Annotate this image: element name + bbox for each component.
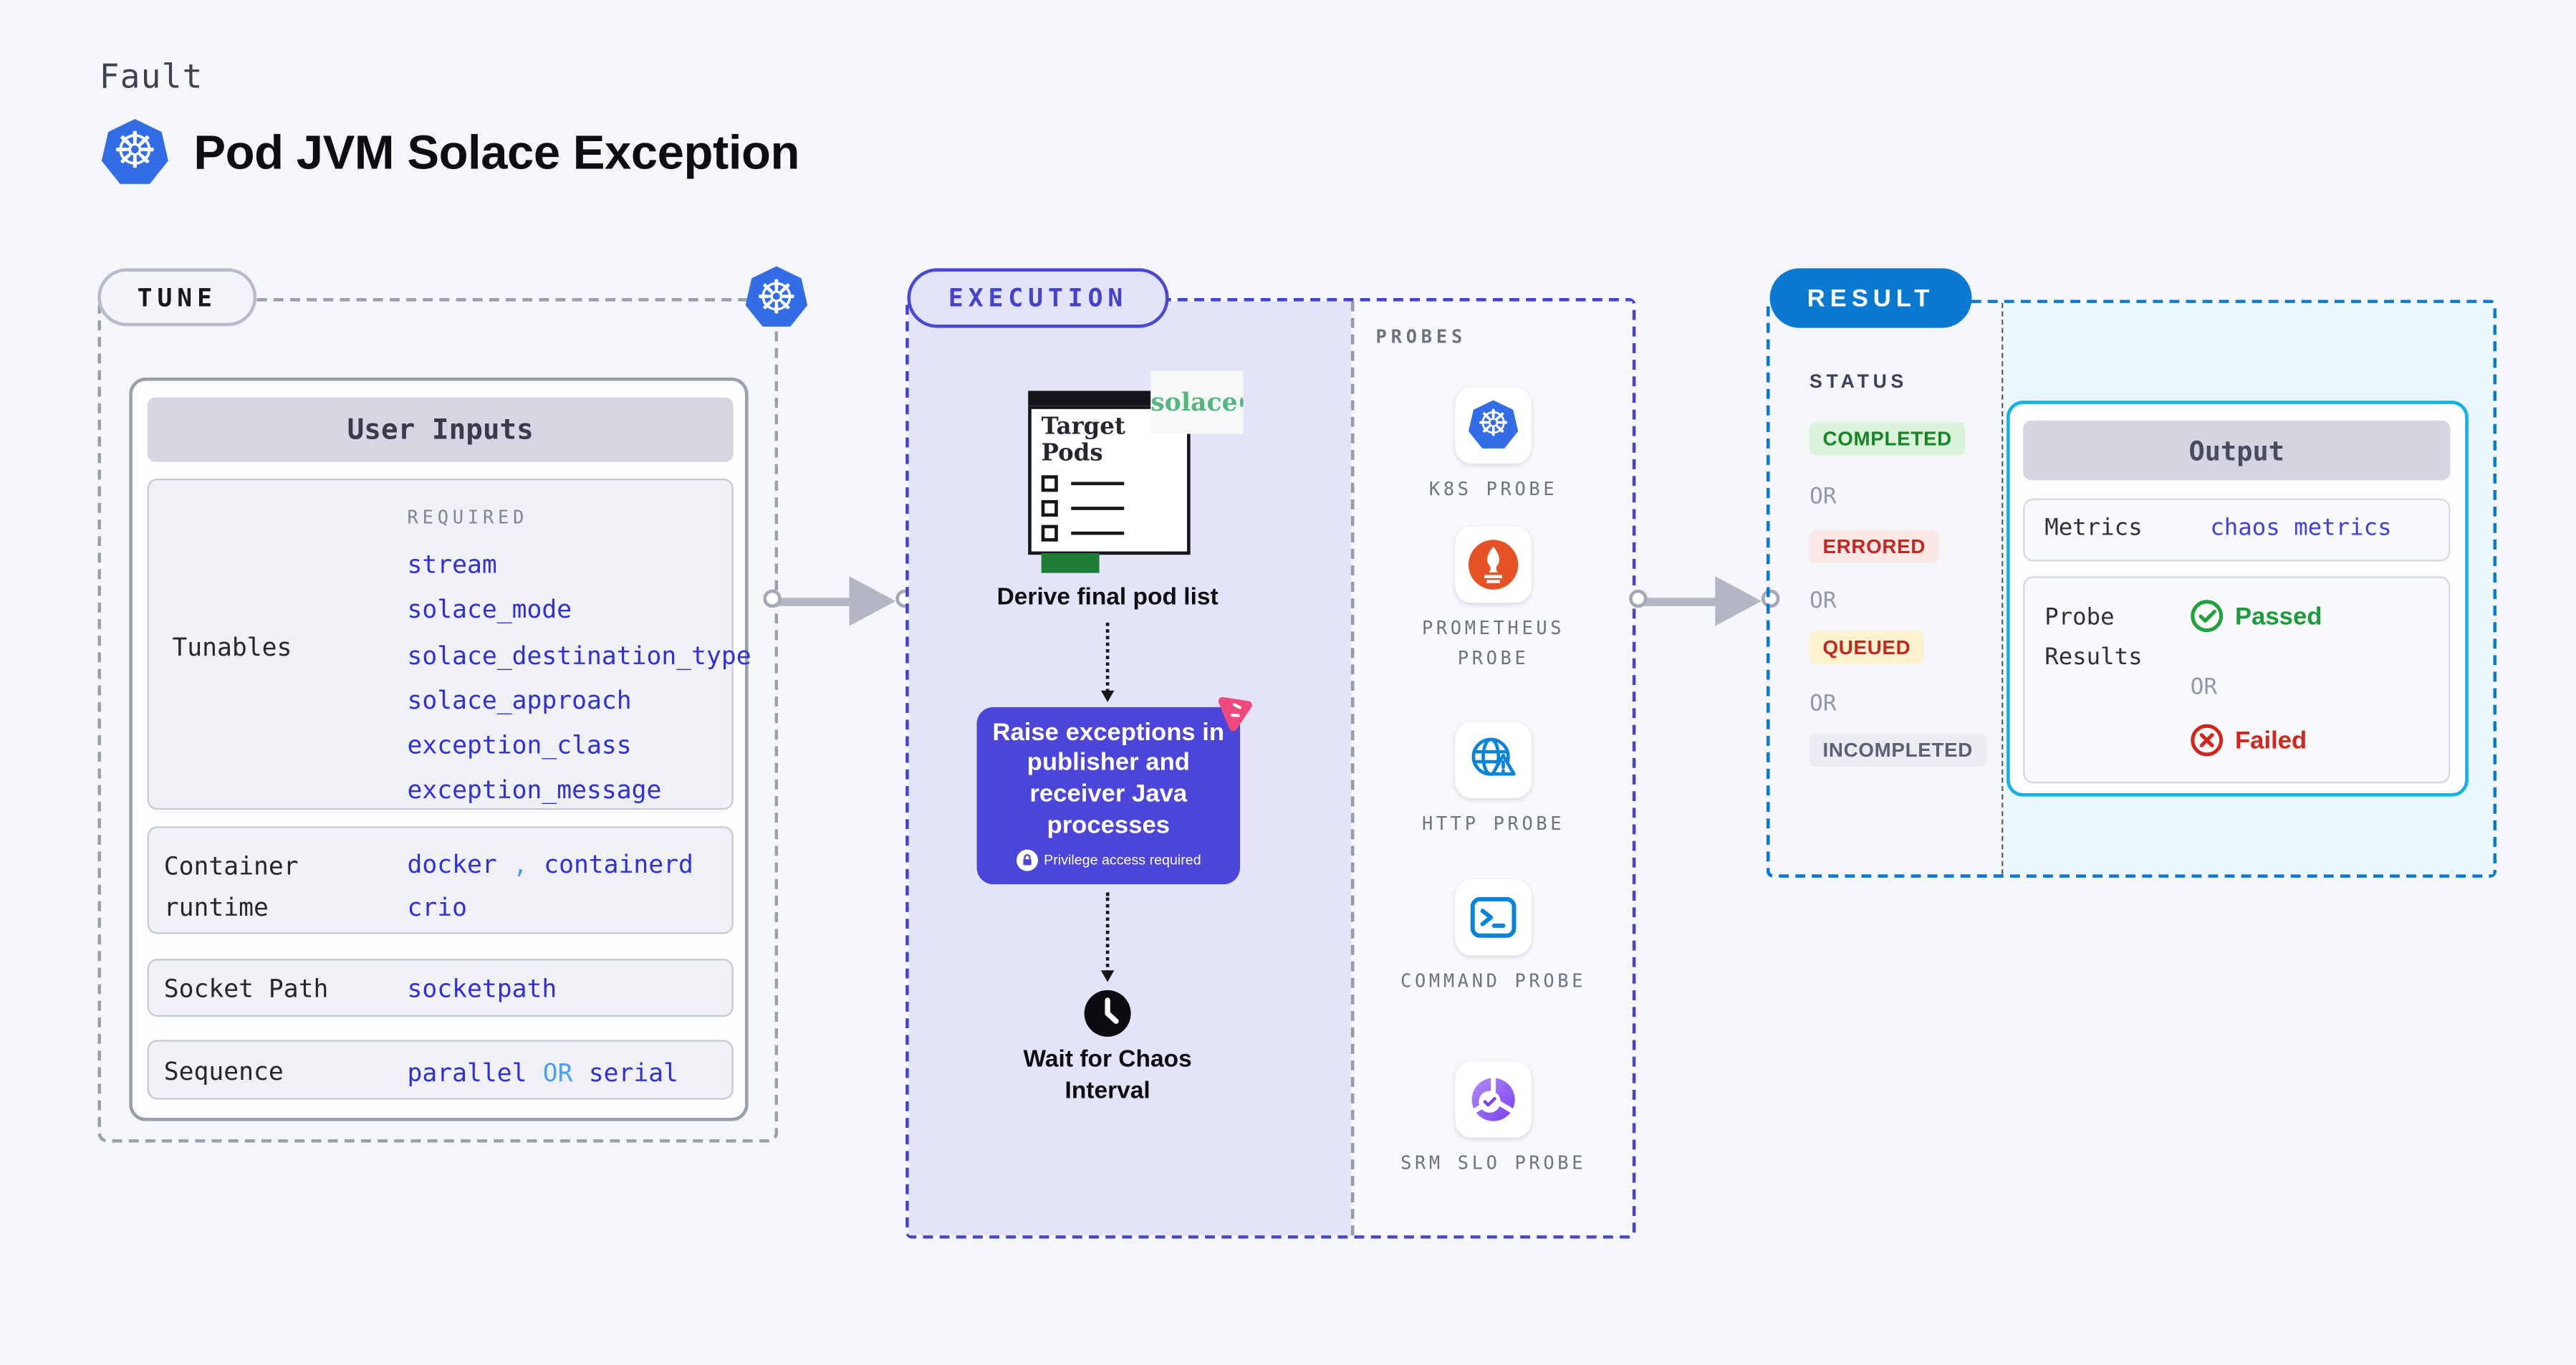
socket-path-label: Socket Path (163, 973, 329, 1004)
or-label: OR (2190, 674, 2218, 701)
failed-result: Failed (2191, 724, 2307, 757)
tune-badge: TUNE (97, 268, 257, 327)
probes-divider (1350, 301, 1355, 1236)
result-divider (2001, 302, 2004, 875)
solace-logo: solace (1150, 370, 1244, 434)
x-circle-icon (2191, 724, 2224, 757)
checkbox-icon (1041, 525, 1058, 542)
output-header: Output (2023, 421, 2451, 481)
exception-spark-icon (1215, 692, 1254, 732)
sequence-label: Sequence (163, 1056, 284, 1087)
window-titlebar (1028, 391, 1191, 406)
globe-warning-icon (1471, 737, 1516, 776)
or-label: OR (1810, 483, 1837, 510)
tunable-stream: stream (407, 550, 497, 580)
metrics-value: chaos metrics (2210, 514, 2392, 542)
tunable-solace-destination-type: solace_destination_type (407, 640, 751, 671)
probe-results-row: Probe Results Passed OR Failed (2023, 576, 2451, 784)
green-button (1041, 553, 1100, 574)
output-card: Output Metrics chaos metrics Probe Resul… (2007, 401, 2469, 797)
metrics-label: Metrics (2044, 514, 2143, 542)
probe-srm-slo: SRM SLO PROBE (1354, 1061, 1632, 1178)
prometheus-icon (1468, 540, 1519, 590)
privilege-note: Privilege access required (1015, 848, 1201, 871)
check-circle-icon (2191, 600, 2224, 633)
probe-k8s: ☸ K8S PROBE (1354, 387, 1632, 504)
lock-icon (1015, 848, 1037, 871)
status-badge-errored: ERRORED (1810, 530, 1939, 563)
tunable-solace-approach: solace_approach (407, 685, 632, 716)
user-inputs-header: User Inputs (147, 397, 734, 462)
checkbox-icon (1041, 500, 1058, 517)
arrow-execution-to-result (1629, 571, 1782, 631)
solace-dot (1239, 398, 1244, 407)
or-label: OR (1810, 690, 1837, 717)
page-title: Pod JVM Solace Exception (193, 127, 799, 181)
derive-pod-list-label: Derive final pod list (996, 584, 1219, 611)
slo-donut-icon (1471, 1077, 1515, 1121)
probe-command: COMMAND PROBE (1354, 879, 1632, 996)
down-dotted-arrow (1100, 622, 1115, 702)
user-inputs-card: User Inputs Tunables REQUIRED stream sol… (129, 377, 751, 1121)
kubernetes-icon: ☸ (1467, 399, 1520, 452)
execution-badge: EXECUTION (907, 268, 1169, 328)
socket-path-panel: Socket Path socketpath (147, 959, 734, 1017)
down-dotted-arrow (1100, 892, 1115, 982)
tunable-exception-class: exception_class (407, 730, 632, 761)
probe-prometheus: PROMETHEUS PROBE (1354, 526, 1632, 673)
sequence-values: parallel OR serial (407, 1058, 679, 1088)
pod-list-item (1041, 525, 1178, 542)
tunables-panel: Tunables REQUIRED stream solace_mode sol… (147, 478, 751, 810)
result-section-box: STATUS COMPLETED OR ERRORED OR QUEUED OR… (1766, 300, 2497, 878)
probe-http: HTTP PROBE (1354, 722, 1632, 839)
execution-section-box: Target Pods solace Derive final pod list… (905, 297, 1636, 1239)
status-label: STATUS (1810, 372, 1908, 393)
arrow-tune-to-execution (763, 571, 915, 631)
container-runtime-crio: crio (407, 891, 468, 922)
probe-results-label: Probe Results (2044, 604, 2143, 671)
status-badge-queued: QUEUED (1810, 631, 1924, 664)
target-pods-title: Target Pods (1041, 413, 1125, 466)
sequence-panel: Sequence parallel OR serial (147, 1040, 734, 1100)
clock-icon (1082, 989, 1132, 1038)
chaos-action-box: Raise exceptions in publisher and receiv… (976, 707, 1241, 885)
or-label: OR (1810, 588, 1837, 615)
tunable-exception-message: exception_message (407, 775, 662, 806)
pod-list-item (1041, 476, 1178, 493)
tunables-label: Tunables (172, 632, 292, 663)
status-badge-completed: COMPLETED (1810, 422, 1966, 456)
checkbox-icon (1041, 476, 1058, 493)
result-badge: RESULT (1769, 268, 1972, 328)
container-runtime-values: docker , containerd (407, 849, 693, 880)
container-runtime-panel: Container runtime docker , containerd cr… (147, 826, 734, 934)
terminal-icon (1470, 896, 1517, 938)
chaos-action-text: Raise exceptions in publisher and receiv… (992, 717, 1225, 840)
kubernetes-icon: ☸ (744, 265, 809, 331)
fault-kicker: Fault (99, 56, 203, 97)
probes-title: PROBES (1375, 326, 1467, 348)
metrics-row: Metrics chaos metrics (2023, 498, 2451, 562)
pod-list-item (1041, 500, 1178, 517)
passed-result: Passed (2191, 600, 2322, 633)
required-label: REQUIRED (407, 507, 529, 529)
container-runtime-label: Container runtime (163, 851, 299, 923)
tune-section-box (97, 297, 779, 1143)
wait-chaos-interval-label: Wait for Chaos Interval (1023, 1046, 1192, 1105)
tunable-solace-mode: solace_mode (407, 595, 572, 625)
socket-path-value: socketpath (407, 973, 557, 1004)
status-badge-incompleted: INCOMPLETED (1810, 733, 1986, 767)
kubernetes-icon: ☸ (100, 118, 170, 188)
